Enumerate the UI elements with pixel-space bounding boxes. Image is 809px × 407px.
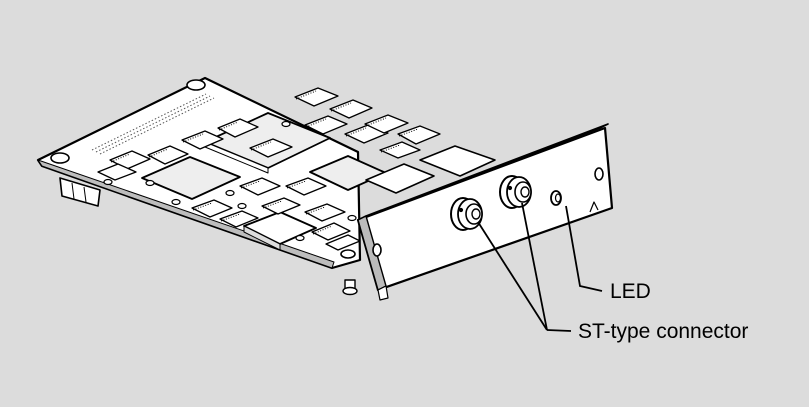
chip-pins (110, 90, 419, 235)
edge-connector-pins (91, 93, 215, 155)
mounting-screw (342, 279, 358, 296)
circuit-board (36, 76, 496, 296)
chip-small-row (97, 87, 441, 251)
bracket-hole-left (372, 243, 382, 257)
discrete-components (103, 120, 357, 242)
chip-large-5 (365, 163, 435, 194)
st-leader-line-3 (546, 329, 572, 332)
st-connector-2 (499, 175, 532, 209)
st-connector-1 (450, 197, 483, 231)
led-callout-label: LED (610, 280, 651, 303)
led-leader-line (565, 205, 603, 292)
bracket-hole-right (594, 167, 604, 181)
st-leader-line-1 (477, 221, 548, 331)
led-indicator (550, 190, 562, 206)
front-bracket (356, 123, 614, 301)
st-connector-callout-label: ST-type connector (578, 320, 749, 343)
leader-lines (477, 202, 603, 332)
st-leader-line-2 (521, 202, 548, 331)
chip-large-6 (419, 145, 496, 177)
chip-large-2 (141, 156, 241, 200)
